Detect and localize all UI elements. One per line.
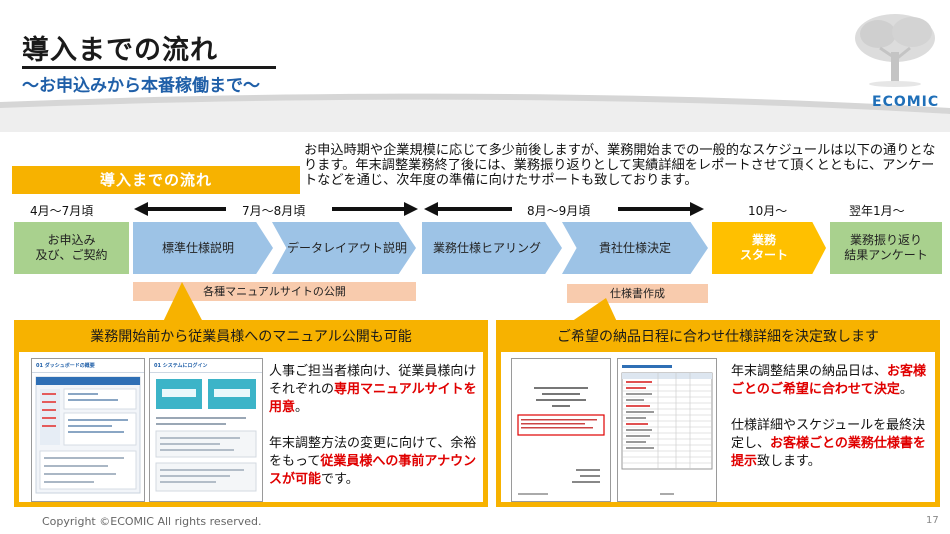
tree-icon [855,14,935,87]
callout-pointer [162,282,204,324]
manual-description: 人事ご担当者様向け、従業員様向けそれぞれの専用マニュアルサイトを用意。 年末調整… [269,363,481,489]
panel-heading: 業務開始前から従業員様へのマニュアル公開も可能 [19,325,483,352]
copyright: Copyright ©ECOMIC All rights reserved. [42,515,262,528]
spec-doc-bar: 仕様書作成 [567,284,708,303]
manual-callout-panel: 業務開始前から従業員様へのマニュアル公開も可能 01 ダッシュボードの概要 01… [14,320,488,507]
period-label: 7月～8月頃 [242,204,306,218]
period-label: 4月～7月頃 [30,204,94,218]
period-label: 8月～9月頃 [527,204,591,218]
step-spec-decision: 貴社仕様決定 [562,222,708,274]
spec-paragraph-2: 仕様詳細やスケジュールを最終決定し、お客様ごとの業務仕様書を提示致します。 [731,418,926,469]
flow-banner: 導入までの流れ [12,166,300,194]
page-subtitle: ～お申込みから本番稼働まで～ [22,76,260,96]
page-number: 17 [926,515,939,526]
manual-site-bar: 各種マニュアルサイトの公開 [133,282,416,301]
step-review: 業務振り返り結果アンケート [830,222,942,274]
manual-paragraph-1: 人事ご担当者様向け、従業員様向けそれぞれの専用マニュアルサイトを用意。 [269,364,477,415]
login-thumbnail: 01 システムにログイン [149,358,263,502]
step-application: お申込み及び、ご契約 [14,222,129,274]
header-swoosh [0,93,950,132]
spec-cover-thumbnail [511,358,611,502]
callout-pointer [568,298,618,324]
step-data-layout: データレイアウト説明 [272,222,416,274]
period-label: 翌年1月～ [849,204,905,218]
period-label: 10月～ [748,204,788,218]
right-arrow-icon [618,202,704,216]
manual-paragraph-2: 年末調整方法の変更に向けて、余裕をもって従業員様への事前アナウンスが可能です。 [269,436,477,487]
spec-paragraph-1: 年末調整結果の納品日は、お客様ごとのご希望に合わせて決定。 [731,364,927,397]
title-underline [22,66,276,69]
panel-heading: ご希望の納品日程に合わせ仕様詳細を決定致します [501,325,935,352]
right-arrow-icon [332,202,418,216]
spec-description: 年末調整結果の納品日は、お客様ごとのご希望に合わせて決定。 仕様詳細やスケジュー… [731,363,931,471]
spec-schedule-thumbnail [617,358,717,502]
page-title: 導入までの流れ [22,35,218,66]
ecomic-logo: ECOMIC [872,94,940,110]
intro-text: お申込時期や企業規模に応じて多少前後しますが、業務開始までの一般的なスケジュール… [304,143,936,188]
step-standard-spec: 標準仕様説明 [133,222,273,274]
left-arrow-icon [134,202,226,216]
step-hearing: 業務仕様ヒアリング [422,222,562,274]
spec-callout-panel: ご希望の納品日程に合わせ仕様詳細を決定致します [496,320,940,507]
left-arrow-icon [424,202,512,216]
dashboard-thumbnail: 01 ダッシュボードの概要 [31,358,145,502]
step-start: 業務スタート [712,222,826,274]
